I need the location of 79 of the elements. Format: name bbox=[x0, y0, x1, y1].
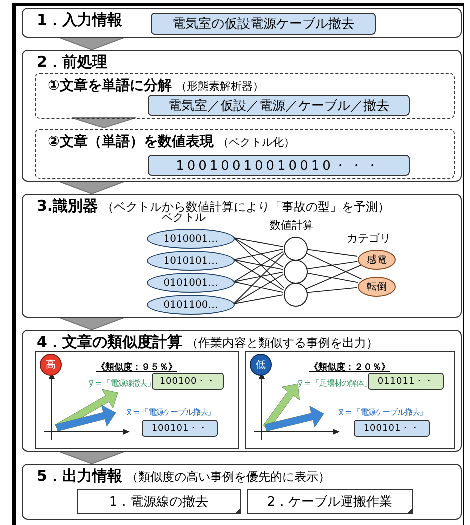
box-label: 電気室の仮設電源ケーブル撤去 bbox=[172, 16, 354, 33]
step-heading: ①文章を単語に分解 bbox=[48, 78, 172, 94]
section-heading: 4．文章の類似度計算 bbox=[37, 333, 182, 351]
box-label: 0101100… bbox=[164, 300, 218, 310]
chevron-arrow bbox=[60, 38, 124, 51]
step-subtitle: （ベクトル化） bbox=[218, 136, 295, 149]
connection-line bbox=[306, 249, 358, 257]
box-label: 1010001… bbox=[164, 234, 218, 244]
connection-line bbox=[234, 272, 284, 282]
step-subtitle: （形態素解析器） bbox=[176, 80, 264, 93]
connection-line bbox=[234, 251, 284, 282]
box-label: 100101・・ bbox=[364, 423, 420, 435]
category-ellipse bbox=[358, 250, 396, 270]
vector-caption: y⃗ = 「足場材の解体」 bbox=[298, 378, 372, 389]
rating-badge bbox=[40, 354, 62, 376]
chevron-arrow bbox=[60, 318, 124, 331]
similarity-title: 《類似度：９５％》 bbox=[96, 363, 178, 373]
neuron-circle bbox=[284, 237, 308, 261]
box-label: 電気室／仮設／電源／ケーブル／撤去 bbox=[168, 98, 390, 114]
connection-line bbox=[234, 274, 284, 304]
box-label: 高 bbox=[46, 358, 56, 372]
section-subtitle: （作業内容と類似する事例を出力） bbox=[186, 336, 378, 350]
vector-caption: x⃗ = 「電源ケーブル撤去」 bbox=[127, 407, 216, 418]
section-heading: 1．入力情報 bbox=[37, 11, 122, 29]
section-panel bbox=[22, 194, 462, 318]
connection-line bbox=[234, 238, 284, 248]
step-box bbox=[35, 129, 455, 179]
connection-line bbox=[306, 261, 358, 270]
box-label: 1010101… bbox=[164, 256, 218, 266]
connection-line bbox=[306, 272, 359, 284]
text-box bbox=[148, 95, 410, 116]
box-label: 転倒 bbox=[367, 281, 387, 294]
chevron-arrow bbox=[72, 118, 136, 129]
result-box bbox=[247, 489, 413, 514]
box-label: 1．電源線の撤去 bbox=[109, 494, 209, 510]
chevron-arrow bbox=[60, 452, 124, 465]
connection-line bbox=[234, 238, 284, 268]
box-label: 低 bbox=[256, 359, 266, 372]
connection-line bbox=[234, 260, 284, 291]
vector-caption: x⃗ = 「電源ケーブル撤去」 bbox=[339, 407, 428, 418]
column-label: カテゴリ bbox=[347, 231, 391, 246]
box-label: 011011・・ bbox=[378, 376, 434, 388]
section-subtitle: （類似度の高い事例を優先的に表示） bbox=[126, 470, 330, 484]
neuron-circle bbox=[284, 283, 308, 307]
connection-line bbox=[234, 282, 284, 294]
section-panel bbox=[22, 464, 462, 520]
chevron-arrow bbox=[60, 182, 124, 195]
connection-line bbox=[234, 260, 284, 270]
section-panel bbox=[22, 8, 462, 38]
box-label: 2．ケーブル運搬作業 bbox=[267, 494, 393, 510]
vector-box bbox=[148, 155, 410, 176]
step-box bbox=[35, 73, 455, 119]
similarity-title: 《類似度：２０％》 bbox=[310, 363, 390, 373]
neuron-circle bbox=[284, 260, 308, 284]
rating-badge bbox=[250, 354, 272, 376]
section-heading: 3.識別器 bbox=[37, 197, 98, 215]
connection-line bbox=[234, 248, 284, 260]
connection-line bbox=[234, 253, 285, 304]
connection-line bbox=[305, 252, 362, 280]
vector-caption: y⃗ = 「電源線撤去」 bbox=[89, 378, 155, 389]
text-box bbox=[151, 13, 376, 35]
connection-line bbox=[306, 287, 358, 294]
step-heading: ②文章（単語）を数値表現 bbox=[48, 134, 214, 150]
section-subtitle: （ベクトルから数値計算により「事故の型」を予測） bbox=[102, 200, 390, 214]
section-panel bbox=[22, 50, 462, 182]
box-label: 10010010010010・・・ bbox=[176, 158, 382, 174]
connection-line bbox=[234, 238, 285, 289]
column-label: 数値計算 bbox=[270, 218, 314, 233]
category-ellipse bbox=[358, 277, 396, 297]
vector-ellipse bbox=[147, 295, 235, 315]
connection-line bbox=[234, 294, 284, 304]
connection-line bbox=[306, 264, 362, 290]
box-label: 100101・・ bbox=[152, 423, 208, 435]
result-box bbox=[77, 489, 241, 514]
box-label: 0101001… bbox=[164, 278, 218, 288]
section-heading: 2．前処理 bbox=[37, 53, 108, 71]
box-label: 100100・・ bbox=[160, 376, 216, 388]
box-label: 感電 bbox=[367, 254, 387, 267]
section-heading: 5．出力情報 bbox=[37, 467, 122, 485]
